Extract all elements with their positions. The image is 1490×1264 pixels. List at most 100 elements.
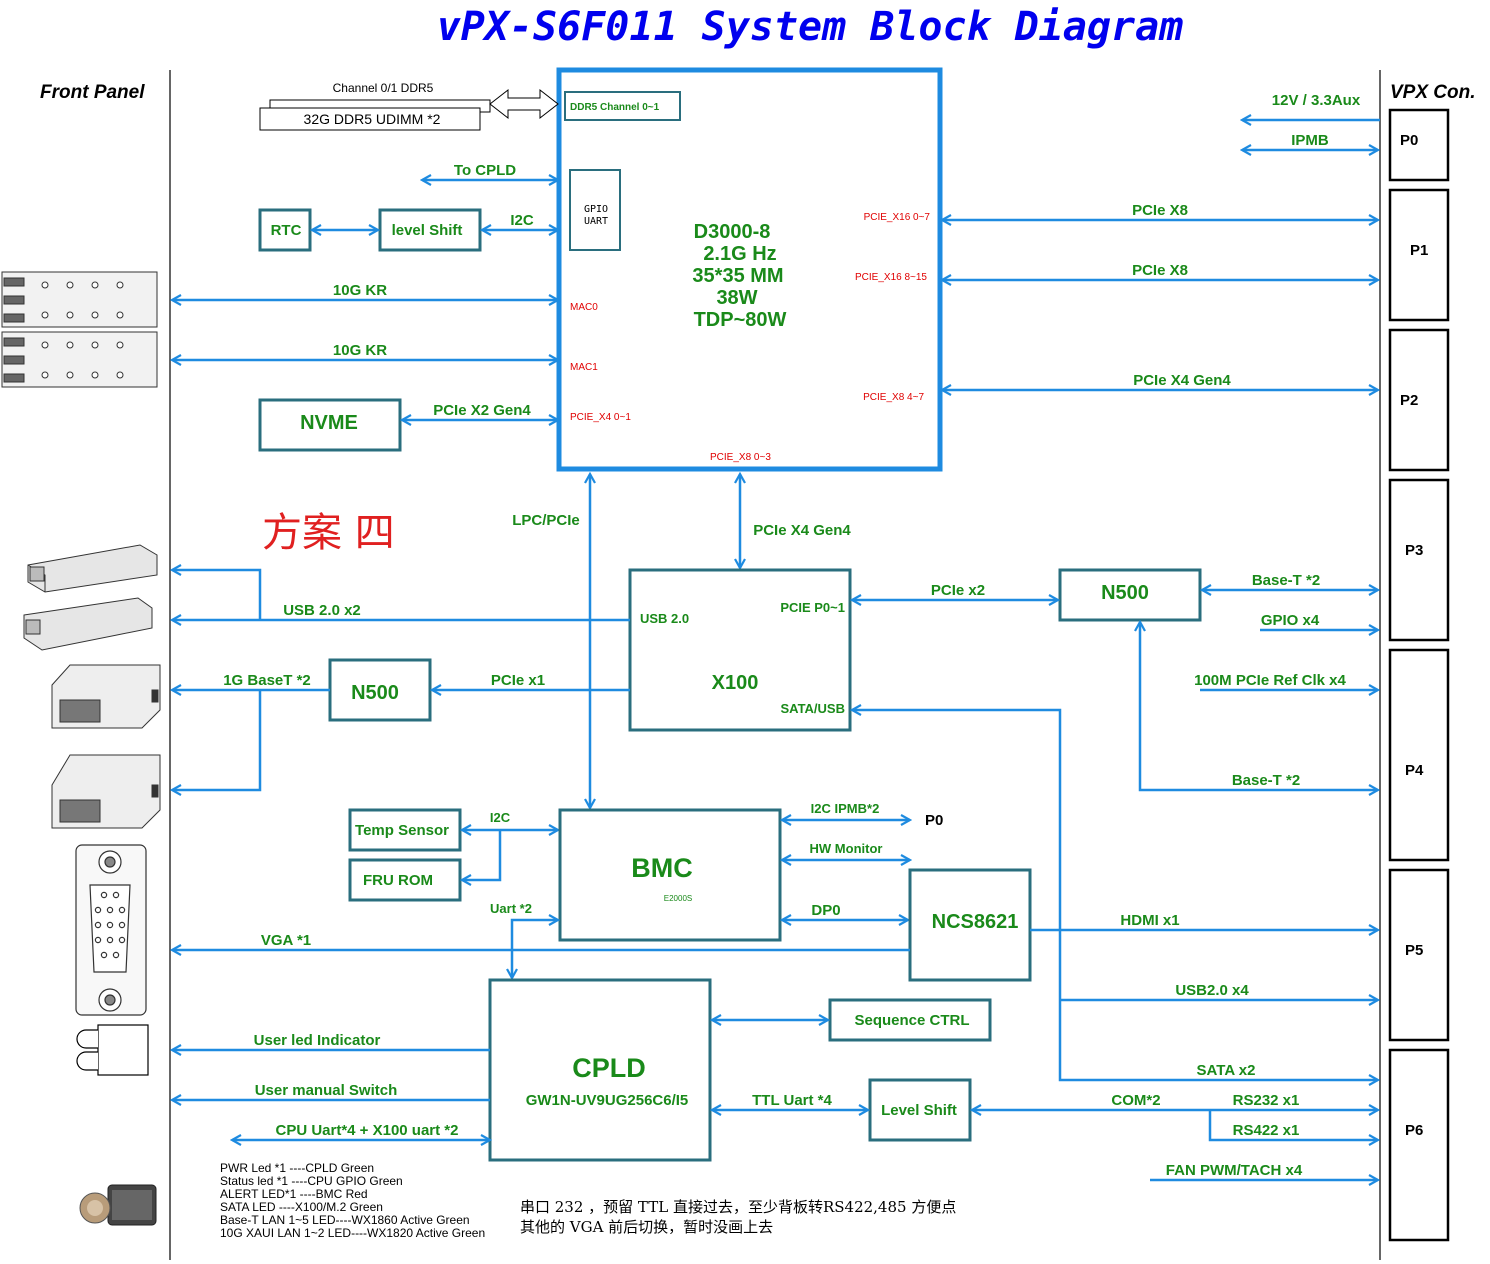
push-switch-icon <box>79 1184 157 1226</box>
led-note-4: SATA LED ----X100/M.2 Green <box>220 1200 383 1214</box>
pcie-x4-label: PCIE_X4 0~1 <box>570 412 631 423</box>
connector-p3-label: P3 <box>1405 542 1423 559</box>
pcie-x8-47-label: PCIE_X8 4~7 <box>863 392 924 403</box>
n500-left-label: N500 <box>351 682 399 704</box>
fan-label: FAN PWM/TACH x4 <box>1166 1162 1303 1179</box>
fru-rom-label: FRU ROM <box>363 872 433 889</box>
pcie-x1-label: PCIe x1 <box>491 672 545 689</box>
led-note-5: Base-T LAN 1~5 LED----WX1860 Active Gree… <box>220 1213 470 1227</box>
sata-link <box>852 710 1378 1080</box>
kr2-label: 10G KR <box>333 342 387 359</box>
led-note-3: ALERT LED*1 ----BMC Red <box>220 1187 368 1201</box>
soc-freq: 2.1G Hz <box>703 243 776 265</box>
cn-note-2: 其他的 VGA 前后切换，暂时没画上去 <box>520 1218 773 1236</box>
connector-p5-label: P5 <box>1405 942 1423 959</box>
soc-power: 38W <box>716 287 757 309</box>
baset2b-link <box>1140 622 1378 790</box>
x100-block <box>628 568 852 732</box>
led-indicator-icon <box>76 1024 149 1076</box>
gbaset-label: 1G BaseT *2 <box>223 672 311 689</box>
gpio-uart-box <box>569 169 621 251</box>
to-cpld-label: To CPLD <box>454 162 516 179</box>
cpld-block <box>488 978 712 1162</box>
mac1-label: MAC1 <box>570 362 598 373</box>
x100-label: X100 <box>712 672 759 694</box>
uart2-link <box>512 920 558 978</box>
ncs8621-label: NCS8621 <box>932 911 1019 933</box>
sequence-ctrl-block <box>828 998 992 1042</box>
kr1-label: 10G KR <box>333 282 387 299</box>
level-shift2-label: Level Shift <box>881 1102 957 1119</box>
i2c-bmc-label: I2C <box>490 810 511 825</box>
vpx-connectors: P0 P1 P2 P3 P4 P5 P6 <box>1388 108 1450 1242</box>
led-note-1: PWR Led *1 ----CPLD Green <box>220 1161 374 1175</box>
p0-small-label: P0 <box>925 812 943 829</box>
n500-right-block <box>1058 568 1202 622</box>
lpc-label: LPC/PCIe <box>512 512 580 529</box>
gpio-label: GPIO <box>584 204 608 215</box>
nvme-link-label: PCIe X2 Gen4 <box>433 402 531 419</box>
usb-label: USB 2.0 x2 <box>283 602 361 619</box>
uart-label: UART <box>584 216 608 227</box>
pcie-x16-815-label: PCIE_X16 8~15 <box>855 272 927 283</box>
user-switch-label: User manual Switch <box>255 1082 398 1099</box>
ipmb-label: IPMB <box>1291 132 1329 149</box>
baset2b-label: Base-T *2 <box>1232 772 1300 789</box>
connector-p2 <box>1388 328 1450 472</box>
connector-p0 <box>1388 108 1450 182</box>
level-shift-label: level Shift <box>392 222 463 239</box>
led-note-2: Status led *1 ----CPU GPIO Green <box>220 1174 403 1188</box>
pcie-x2-label: PCIe x2 <box>931 582 985 599</box>
connector-p5 <box>1388 868 1450 1042</box>
vga-label: VGA *1 <box>261 932 311 949</box>
baset2a-label: Base-T *2 <box>1252 572 1320 589</box>
i2c-label: I2C <box>510 212 534 229</box>
hw-monitor-label: HW Monitor <box>810 841 883 856</box>
x100-pcie-label: PCIE P0~1 <box>780 600 845 615</box>
pcie-x8-03-label: PCIE_X8 0~3 <box>710 452 771 463</box>
bmc-sub-label: E2000S <box>664 894 692 903</box>
ttl-uart-label: TTL Uart *4 <box>752 1092 832 1109</box>
level-shift-block <box>378 208 482 252</box>
refclk-label: 100M PCIe Ref Clk x4 <box>1194 672 1346 689</box>
sfp-cage-icon <box>1 271 158 388</box>
pcie-x8b-label: PCIe X8 <box>1132 262 1188 279</box>
gpio4-label: GPIO x4 <box>1261 612 1320 629</box>
plan-label: 方案 四 <box>262 510 395 556</box>
cpu-uart-label: CPU Uart*4 + X100 uart *2 <box>275 1122 458 1139</box>
sequence-ctrl-label: Sequence CTRL <box>854 1012 969 1029</box>
connector-p2-label: P2 <box>1400 392 1418 409</box>
cpld-sub-label: GW1N-UV9UG256C6/I5 <box>526 1092 689 1109</box>
nvme-block <box>258 398 402 452</box>
led-note-6: 10G XAUI LAN 1~2 LED----WX1820 Active Gr… <box>220 1226 485 1240</box>
cn-note-1: 串口 232 ，预留 TTL 直接过去，至少背板转RS422,485 方便点 <box>520 1198 956 1216</box>
vga-connector-icon <box>75 844 147 1016</box>
user-led-label: User led Indicator <box>254 1032 381 1049</box>
sata2-label: SATA x2 <box>1197 1062 1256 1079</box>
vpx-connector-header: VPX Con. <box>1390 82 1476 103</box>
connector-p4 <box>1388 648 1450 862</box>
connector-p0-label: P0 <box>1400 132 1418 149</box>
connector-p3 <box>1388 478 1450 642</box>
ncs8621-block <box>908 868 1032 982</box>
usb-connector-icon <box>23 544 158 651</box>
soc-tdp: TDP~80W <box>694 309 787 331</box>
connector-p1-label: P1 <box>1410 242 1428 259</box>
pcie-x16-07-label: PCIE_X16 0~7 <box>864 212 931 223</box>
i2c-fru-branch <box>462 830 502 880</box>
x100-sata-label: SATA/USB <box>780 701 845 716</box>
ddr5-channel-label: DDR5 Channel 0~1 <box>570 102 660 113</box>
bmc-block <box>558 808 782 942</box>
com-label: COM*2 <box>1111 1092 1160 1109</box>
gbaset-branch <box>172 690 262 790</box>
soc-model: D3000-8 <box>694 221 771 243</box>
soc-x100-label: PCIe X4 Gen4 <box>753 522 851 539</box>
bmc-label: BMC <box>631 853 693 883</box>
cpld-label: CPLD <box>572 1053 646 1083</box>
soc-block <box>556 67 943 472</box>
connector-p6 <box>1388 1048 1450 1242</box>
nvme-label: NVME <box>300 412 358 434</box>
dimm-label: 32G DDR5 UDIMM *2 <box>304 111 441 127</box>
